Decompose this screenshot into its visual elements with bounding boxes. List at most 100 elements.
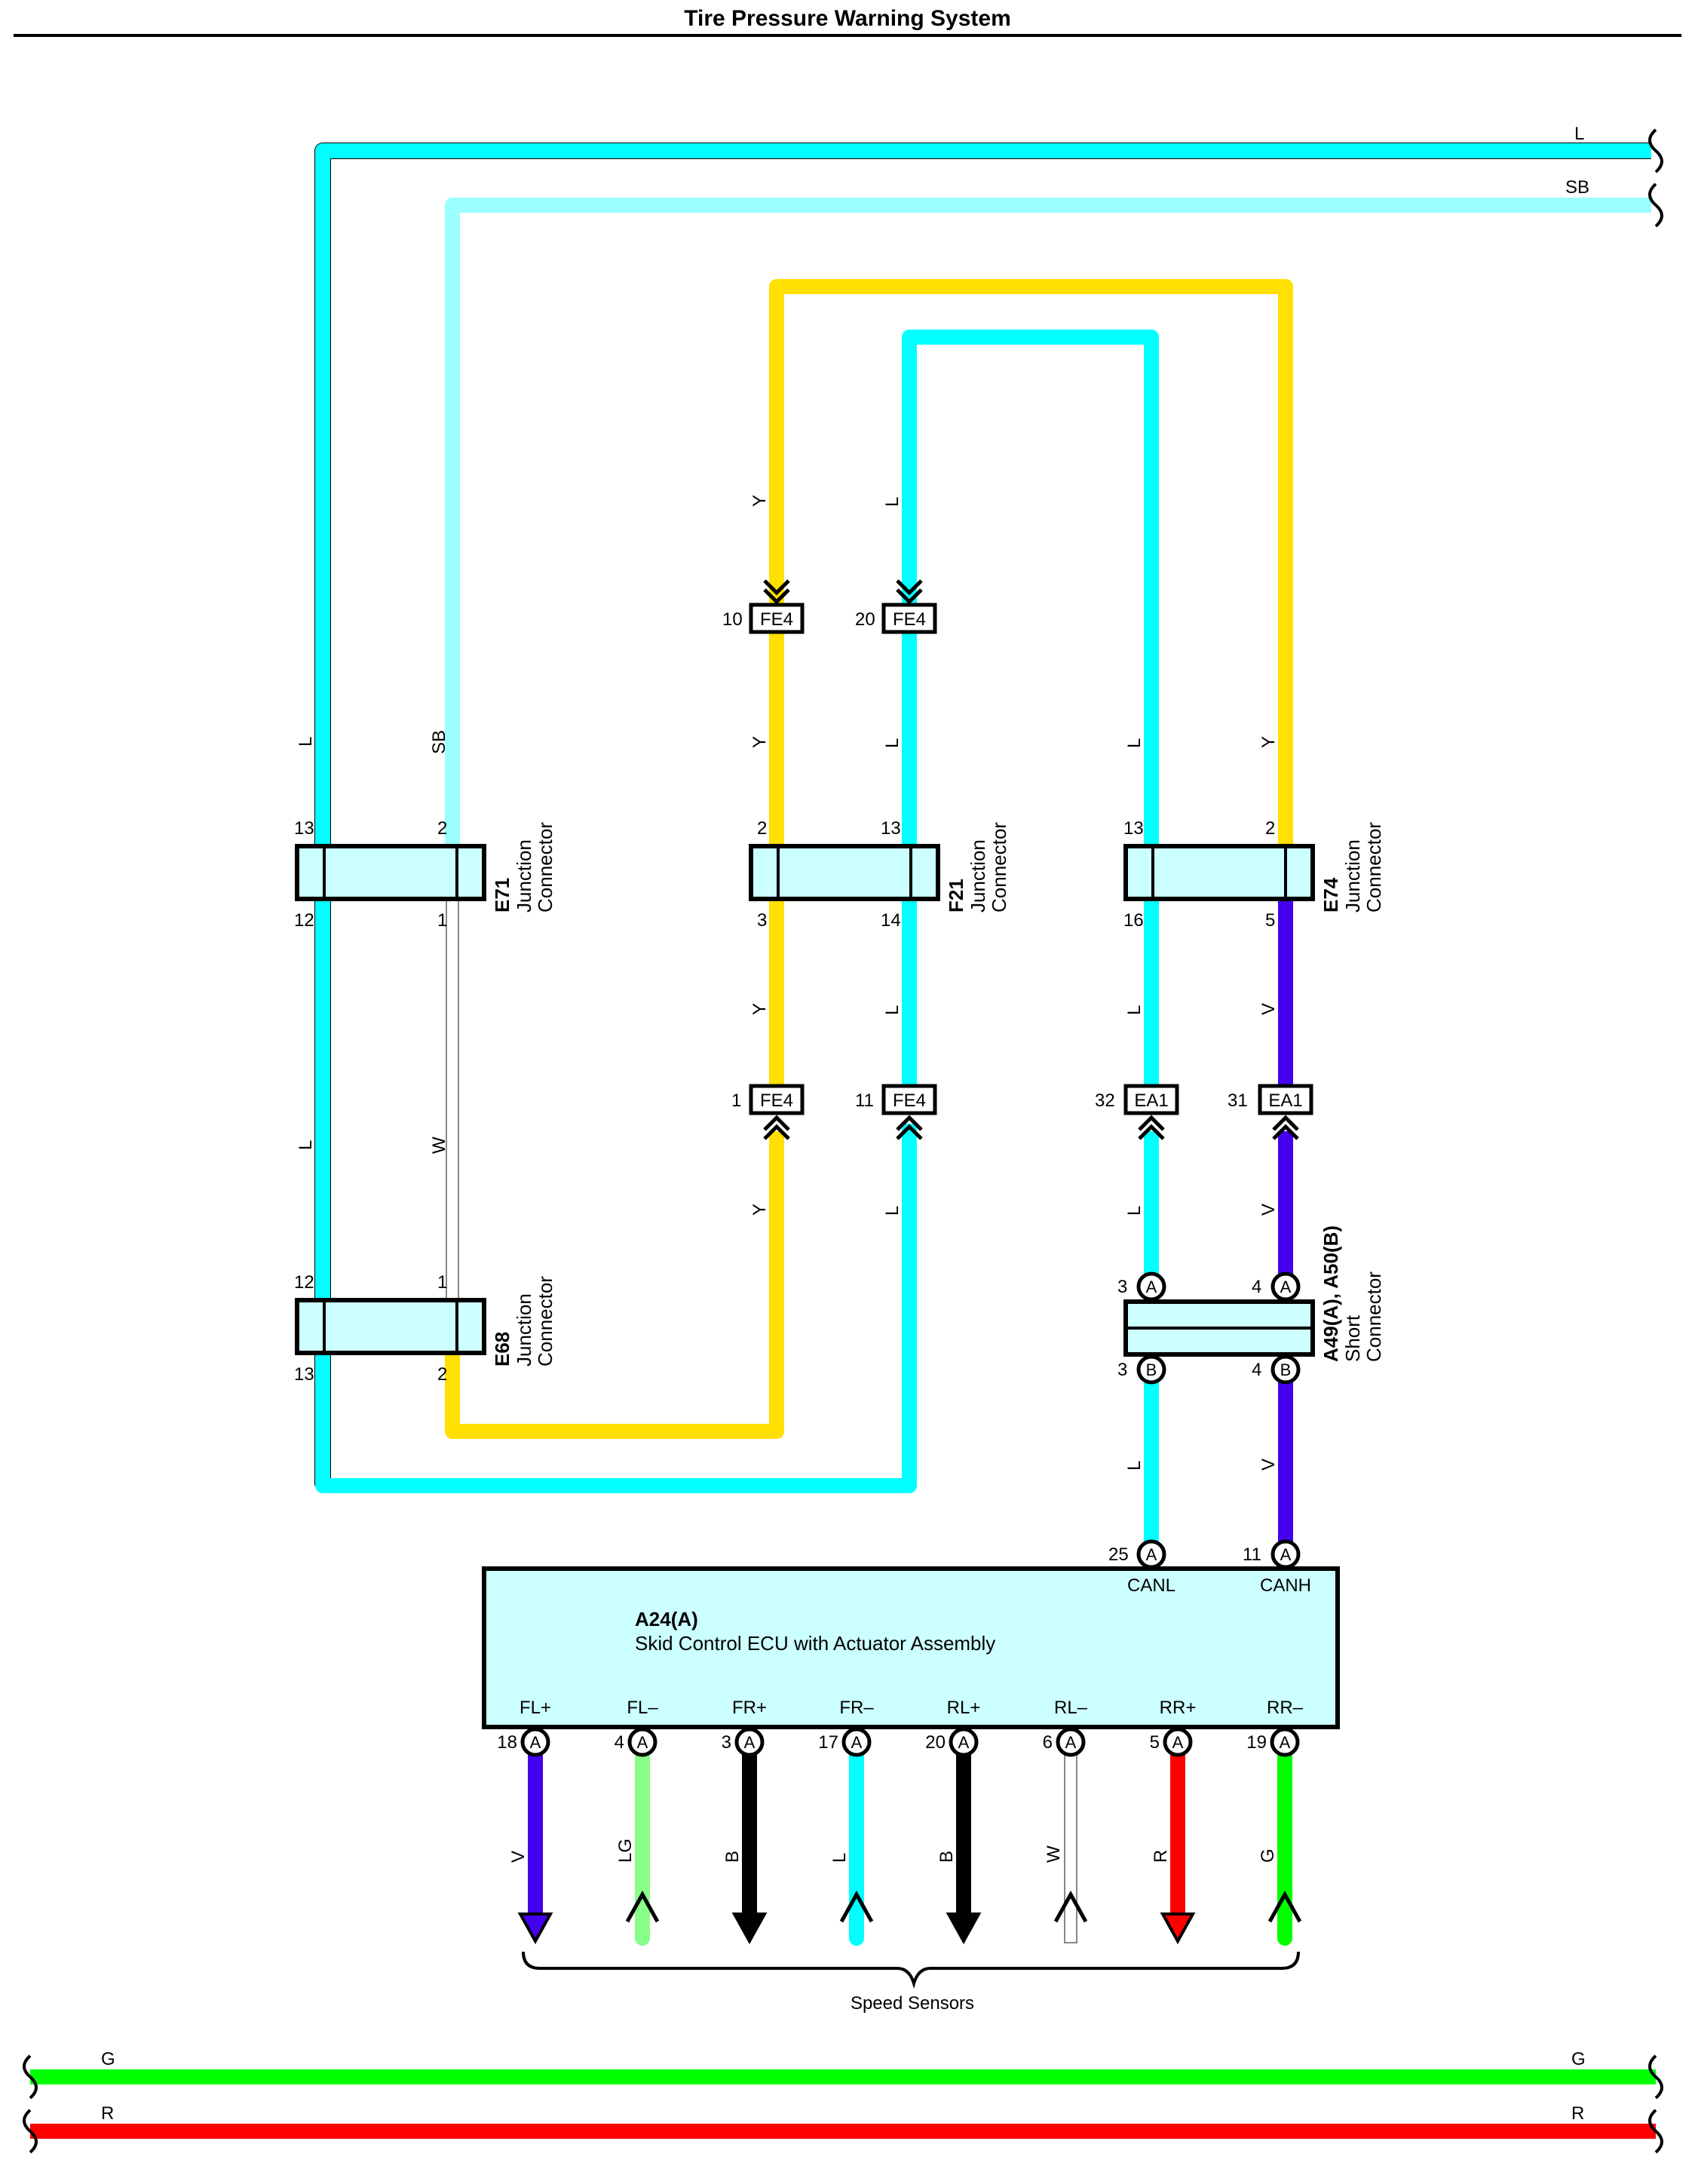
pin-label: 13 (294, 1364, 314, 1385)
pin-label: 16 (1123, 910, 1144, 931)
wire-L-main (317, 145, 1651, 1486)
inline-connector-fe4-20: FE4 20 (855, 579, 937, 634)
terminal-letter: A (958, 1733, 970, 1752)
svg-text:V: V (1258, 1204, 1279, 1216)
wire-color-label: W (1044, 1845, 1064, 1863)
inline-connector-fe4-1: FE4 1 (731, 1084, 805, 1140)
svg-text:W: W (429, 1136, 449, 1154)
terminal-label: FL+ (520, 1698, 551, 1718)
pin-label: 31 (1228, 1090, 1248, 1111)
connector-id: F21 (945, 879, 967, 913)
svg-text:L: L (882, 497, 903, 507)
svg-text:L: L (296, 1140, 316, 1150)
wire-color-label: B (722, 1851, 743, 1863)
terminal-letter: A (1172, 1733, 1184, 1752)
terminal-letter: A (637, 1733, 648, 1752)
terminal-label: CANL (1127, 1575, 1175, 1596)
ecu-id: A24(A) (635, 1608, 698, 1630)
svg-text:EA1: EA1 (1134, 1090, 1168, 1111)
terminal-label: RL+ (947, 1698, 981, 1718)
pin-label: 19 (1246, 1732, 1267, 1753)
wire-Y-return (445, 1131, 784, 1439)
pin-label: 32 (1095, 1090, 1115, 1111)
top-wire-SB (445, 198, 1651, 845)
pin-label: 3 (757, 910, 767, 931)
pin-label: 13 (881, 818, 901, 839)
pin-label: 4 (615, 1732, 624, 1753)
junction-connector-e71: 13 2 12 1 E71 Junction Connector (294, 818, 556, 931)
pin-label: 5 (1150, 1732, 1160, 1753)
terminal-circle (1163, 1727, 1193, 1757)
terminal-label: FL– (627, 1698, 658, 1718)
terminal-label: FR– (839, 1698, 874, 1718)
connector-id: A49(A), A50(B) (1320, 1225, 1342, 1362)
terminal-circle (627, 1727, 657, 1757)
wire-color-label: G (1258, 1848, 1278, 1863)
arrow-down-icon (731, 1913, 768, 1945)
page-title: Tire Pressure Warning System (684, 6, 1011, 31)
svg-text:Y: Y (749, 1003, 770, 1015)
terminal-letter: A (1065, 1733, 1077, 1752)
bottom-wire-G-left: G (101, 2049, 115, 2069)
pin-label: 12 (294, 1272, 314, 1293)
pin-label: 20 (855, 609, 875, 630)
wire-color-labels: L SB L W Y L Y L Y L Y L L Y L V L V L V (296, 495, 1279, 1471)
connector-desc-2: Connector (1362, 822, 1385, 913)
pin-label: 11 (855, 1090, 874, 1111)
svg-text:FE4: FE4 (893, 609, 926, 630)
wire-color-label: B (936, 1851, 957, 1863)
connector-desc-2: Connector (534, 1276, 556, 1367)
wire-color-label: LG (615, 1839, 636, 1863)
terminal-label: FR+ (732, 1698, 767, 1718)
wire-W (446, 897, 459, 1305)
inline-connector-fe4-10: FE4 10 (722, 579, 805, 634)
sensor-wire (1064, 1753, 1077, 1943)
pin-label: 4 (1252, 1277, 1261, 1297)
wire-Y-loop (769, 279, 1293, 845)
arrow-down-icon (517, 1913, 553, 1945)
pin-label: 2 (437, 1364, 447, 1385)
terminal-label: RR+ (1160, 1698, 1197, 1718)
connector-desc-2: Connector (988, 822, 1010, 913)
connector-desc-1: Junction (1341, 839, 1364, 913)
pin-label: 2 (757, 818, 767, 839)
pin-label: 11 (1243, 1544, 1261, 1565)
svg-text:SB: SB (429, 730, 449, 754)
ecu-skid-control: A24(A) Skid Control ECU with Actuator As… (482, 1539, 1340, 1729)
svg-text:FE4: FE4 (760, 1090, 793, 1111)
bottom-wire-R-right: R (1571, 2103, 1584, 2124)
ecu-terminal-6: RR+RA5 (1150, 1698, 1197, 1945)
pin-label: 4 (1252, 1360, 1261, 1380)
pin-label: 14 (881, 910, 901, 931)
svg-text:V: V (1258, 1459, 1279, 1471)
terminal-label: CANH (1260, 1575, 1311, 1596)
pin-label: 25 (1108, 1544, 1129, 1565)
wire-L-loop (902, 330, 1159, 845)
ecu-terminal-5: RL–WA6 (1043, 1698, 1088, 1943)
junction-connector-f21: 2 13 3 14 F21 Junction Connector (749, 818, 1010, 931)
speed-sensors-brace: Speed Sensors (522, 1951, 1300, 2014)
connector-desc-1: Junction (513, 839, 535, 913)
bottom-wire-G-right: G (1571, 2049, 1586, 2069)
pin-label: 13 (1123, 818, 1144, 839)
svg-text:B: B (1146, 1360, 1157, 1379)
wire-color-label: L (829, 1853, 850, 1863)
svg-text:L: L (1124, 1005, 1145, 1015)
wire-break-icon (23, 2054, 1663, 2154)
pin-label: 1 (437, 1272, 447, 1293)
svg-text:L: L (882, 1206, 903, 1216)
junction-connector-e74: 13 2 16 5 E74 Junction Connector (1123, 818, 1385, 931)
ecu-bottom-terminals: FL+VA18FL–LGA4FR+BA3FR–LA17RL+BA20RL–WA6… (497, 1698, 1304, 1946)
pin-label: 18 (497, 1732, 517, 1753)
svg-text:FE4: FE4 (893, 1090, 926, 1111)
connector-desc-2: Connector (1362, 1271, 1385, 1362)
terminal-letter: A (851, 1733, 863, 1752)
terminal-letter: A (1280, 1733, 1291, 1752)
svg-text:L: L (296, 737, 316, 747)
arrow-up-icon (1267, 1890, 1302, 1923)
